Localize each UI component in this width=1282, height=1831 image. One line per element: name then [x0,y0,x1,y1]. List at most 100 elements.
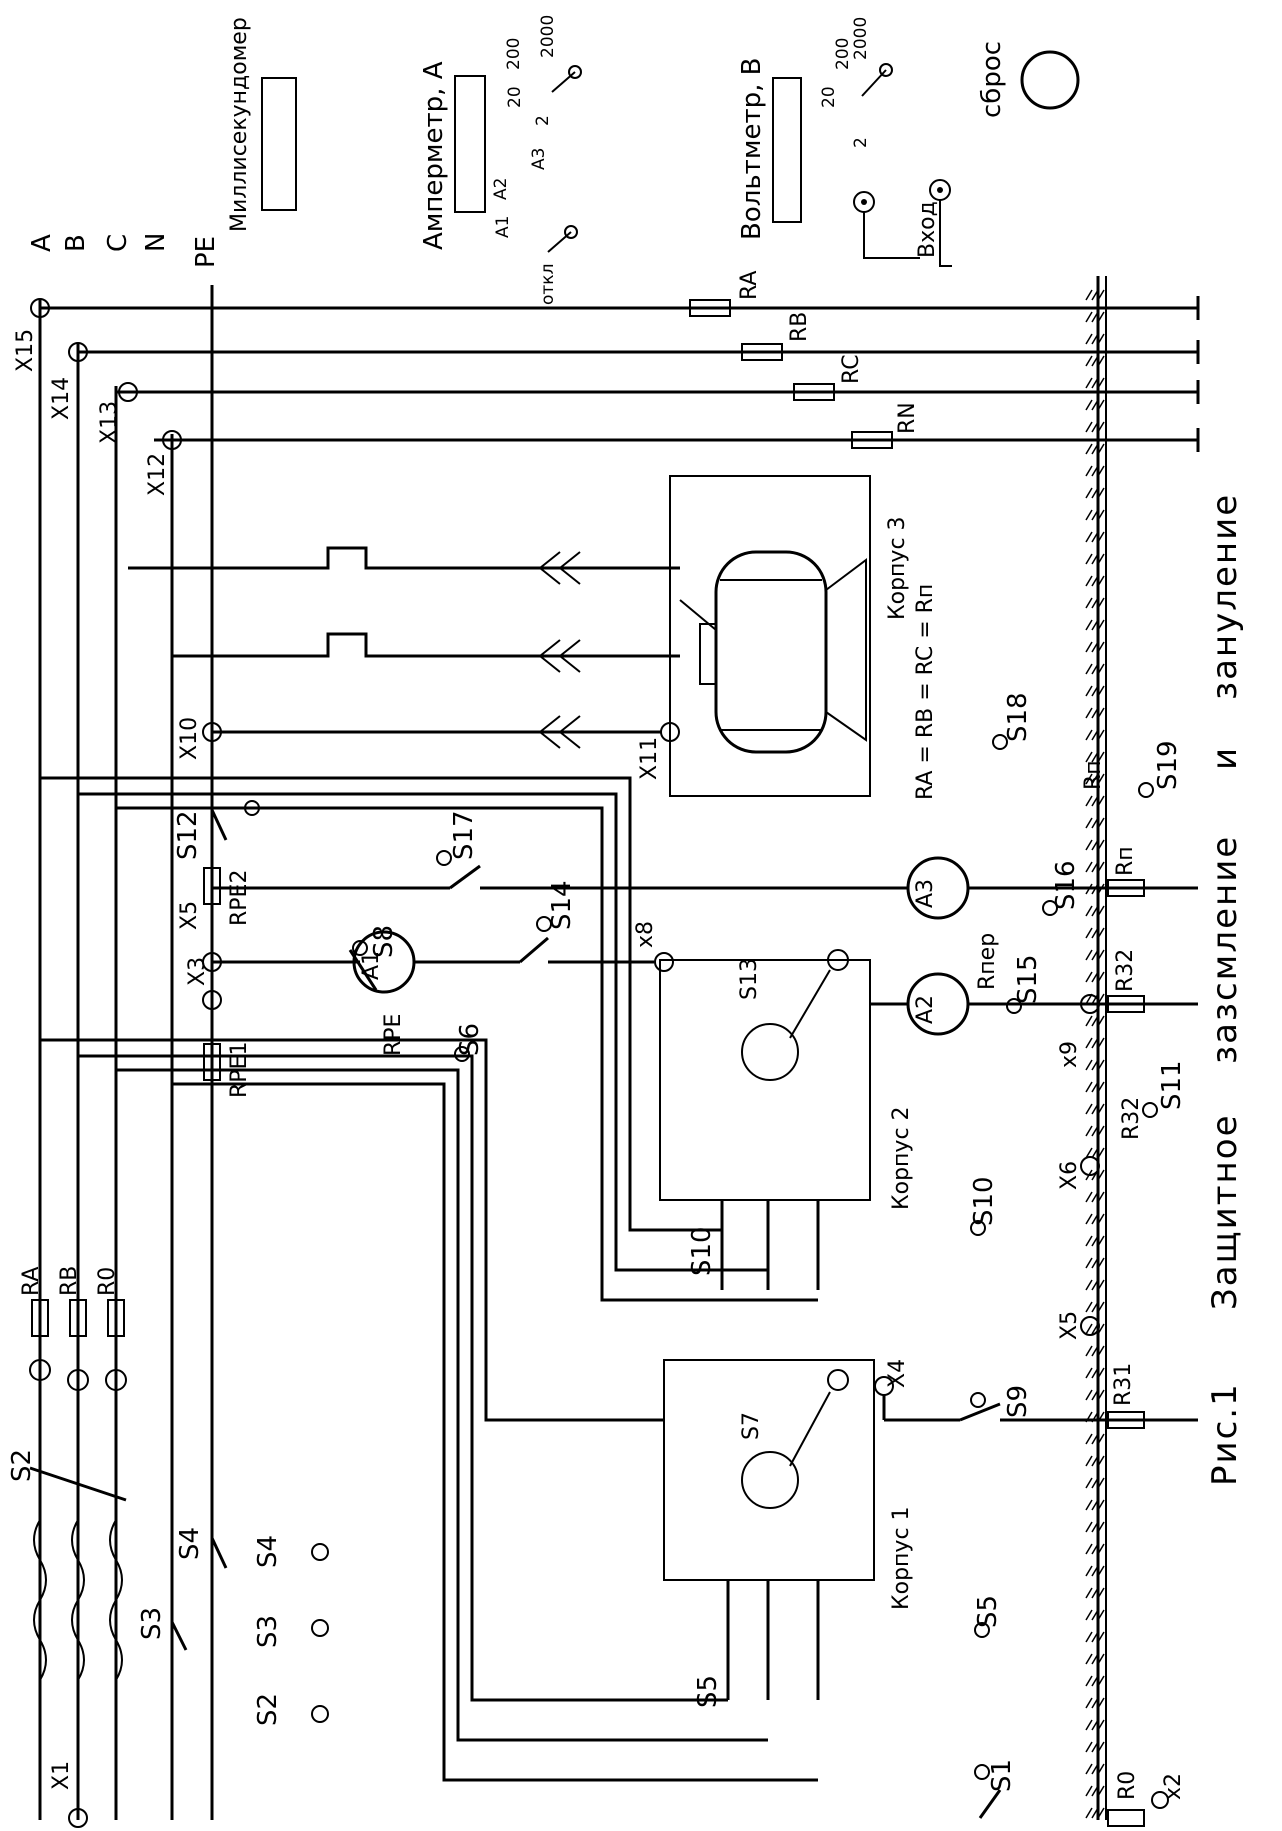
ground-hatch-mark [1097,1345,1105,1357]
ground-hatch-mark [1091,1785,1099,1797]
figure-caption: Рис.1 Защитное зазсмление и зануление [1205,493,1245,1486]
switch-s1-knob[interactable] [974,1764,990,1780]
ground-hatch-mark [1085,1675,1093,1687]
ground-hatch-mark [1085,399,1093,411]
ground-hatch-mark [1085,1609,1093,1621]
ground-hatch-mark [1097,1147,1105,1159]
ground-hatch-mark [1097,1235,1105,1247]
terminal-x8[interactable] [654,952,674,972]
switch-s14-blade[interactable] [519,936,549,964]
ground-hatch-mark [1085,927,1093,939]
ground-hatch-mark [1097,1015,1105,1027]
terminal-x1[interactable] [68,1808,88,1828]
terminal-x13[interactable] [118,382,138,402]
terminal-x7[interactable] [202,952,222,972]
ammeter-switch-off: откл [538,264,558,305]
ground-hatch-mark [1085,795,1093,807]
terminal-x10[interactable] [202,722,222,742]
ground-hatch-mark [1085,1587,1093,1599]
switch-s5-knob[interactable] [974,1622,990,1638]
switch-s19-label: S19 [1153,740,1183,790]
switch-s17-blade[interactable] [449,864,481,890]
case-3-lead [679,599,717,631]
switch-s18-knob[interactable] [992,734,1008,750]
ammeter-range-200: 200 [504,38,524,70]
ground-hatch-mark [1085,751,1093,763]
ground-hatch-mark [1091,1697,1099,1709]
ground-hatch-mark [1091,1059,1099,1071]
ground-hatch-mark [1097,487,1105,499]
case-1-feed-n [172,1082,818,1782]
switch-bank-s4-knob[interactable] [311,1543,329,1561]
switch-s16-knob[interactable] [1042,900,1058,916]
switch-s17-knob[interactable] [436,850,452,866]
ground-hatch-mark [1085,597,1093,609]
switch-s15-knob[interactable] [1006,998,1022,1014]
ground-hatch-mark [1085,1059,1093,1071]
ground-hatch-mark [1091,1367,1099,1379]
terminal-x12-label: X12 [145,453,170,496]
switch-s3-blade[interactable] [170,1621,188,1651]
ground-hatch-mark [1085,575,1093,587]
ground-hatch-mark [1091,1257,1099,1269]
terminal-x14[interactable] [68,342,88,362]
ground-hatch-mark [1091,619,1099,631]
terminal-x12[interactable] [162,430,182,450]
ground-hatch-mark [1091,1587,1099,1599]
switch-s1-blade[interactable] [978,1789,1002,1819]
ground-hatch-mark [1091,663,1099,675]
terminal-x6[interactable] [1080,1156,1100,1176]
ground-hatch-mark [1085,707,1093,719]
case-3: X11 Корпус 3 X10 RA = RB = RC = Rп S18 S… [128,475,1183,800]
switch-bank-s3-knob[interactable] [311,1619,329,1637]
terminal-x15-label: X15 [13,329,38,372]
ground-hatch-mark [1085,1389,1093,1401]
resistor-rp [1107,879,1145,897]
switch-bank-s3-label: S3 [253,1615,283,1648]
switch-s17-label: S17 [449,810,479,860]
switch-s4-blade[interactable] [210,1537,228,1569]
ground-hatch-mark [1091,1301,1099,1313]
ground-hatch-mark [1097,1037,1105,1049]
ammeter-range-lever [551,71,576,93]
ground-hatch-mark [1091,1455,1099,1467]
case-1-lamp-lead [789,1391,831,1467]
resistor-rb-supply-label: RB [57,1266,82,1296]
switch-s9-knob[interactable] [970,1392,986,1408]
terminal-x15[interactable] [30,298,50,318]
ground-hatch-mark [1091,1631,1099,1643]
switch-s9-blade[interactable] [959,1402,1001,1422]
terminal-x3[interactable] [202,990,222,1010]
switch-s6-knob[interactable] [454,1046,470,1062]
caption-fig: Рис.1 [1205,1382,1245,1486]
resistor-rp-switch-label: Rп [1081,760,1106,790]
ground-hatch-mark [1085,1367,1093,1379]
terminal-x7-label: X5 [177,901,202,930]
ground-hatch-mark [1091,443,1099,455]
ground-hatch-mark [1085,1147,1093,1159]
resistor-rc-top [793,383,835,401]
switch-bank-s2-knob[interactable] [311,1705,329,1723]
switch-s8-knob[interactable] [352,940,368,956]
switch-s14-knob[interactable] [536,916,552,932]
ground-hatch-mark [1097,1191,1105,1203]
ground-hatch-mark [1097,949,1105,961]
case-2: S13 x8 Корпус 2 S10 S10 X5 A1 S14 [40,776,999,1302]
switch-s10-knob[interactable] [970,1220,986,1236]
ground-hatch-mark [1085,729,1093,741]
ground-hatch-mark [1097,1609,1105,1621]
switch-s5-knob-label: S5 [973,1595,1003,1628]
reset-button[interactable] [1020,50,1080,110]
switch-s19-knob[interactable] [1138,782,1154,798]
terminal-x5[interactable] [1080,1316,1100,1336]
switch-s12-blade[interactable] [210,809,228,841]
ground-hatch-mark [1091,685,1099,697]
coil-b [71,1519,85,1681]
ground-hatch-mark [1091,377,1099,389]
switch-s11-knob[interactable] [1142,1102,1158,1118]
ground-hatch-mark [1085,355,1093,367]
terminal-x2[interactable] [1151,1791,1169,1809]
lamp-c [105,1369,127,1391]
switch-s2-blade[interactable] [29,1466,127,1502]
case-1: S7 X4 Корпус 1 S9 R31 S5 S5 [40,1038,1198,1782]
